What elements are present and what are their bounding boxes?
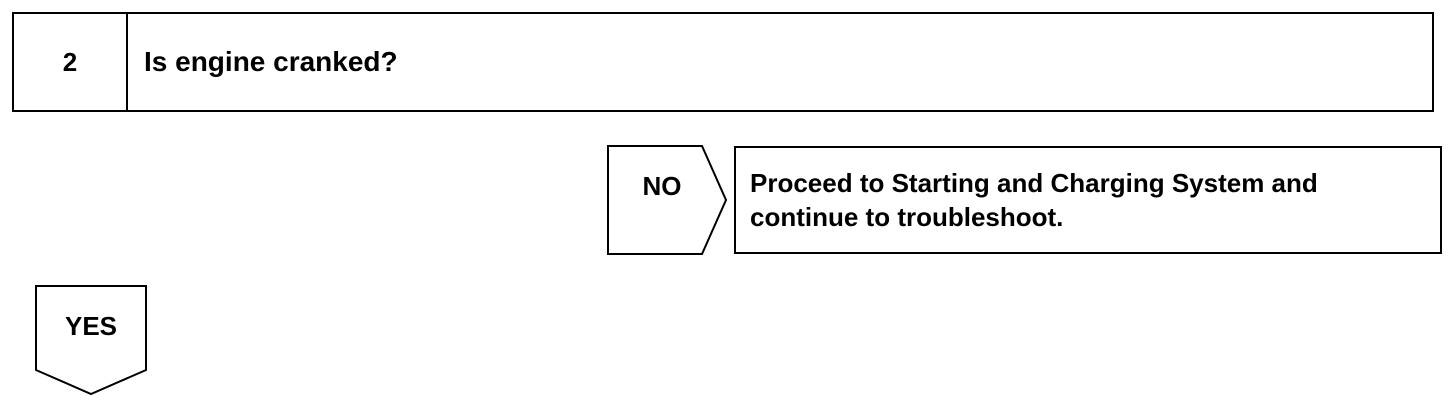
yes-branch-label: YES [64,311,118,341]
step-box: 2 Is engine cranked? [12,12,1434,112]
no-arrow-shape [607,145,728,255]
step-number: 2 [14,14,128,110]
yes-arrow-shape [35,285,147,396]
no-branch-result: Proceed to Starting and Charging System … [734,146,1442,254]
no-branch-label: NO [642,171,682,201]
step-question: Is engine cranked? [144,46,398,77]
